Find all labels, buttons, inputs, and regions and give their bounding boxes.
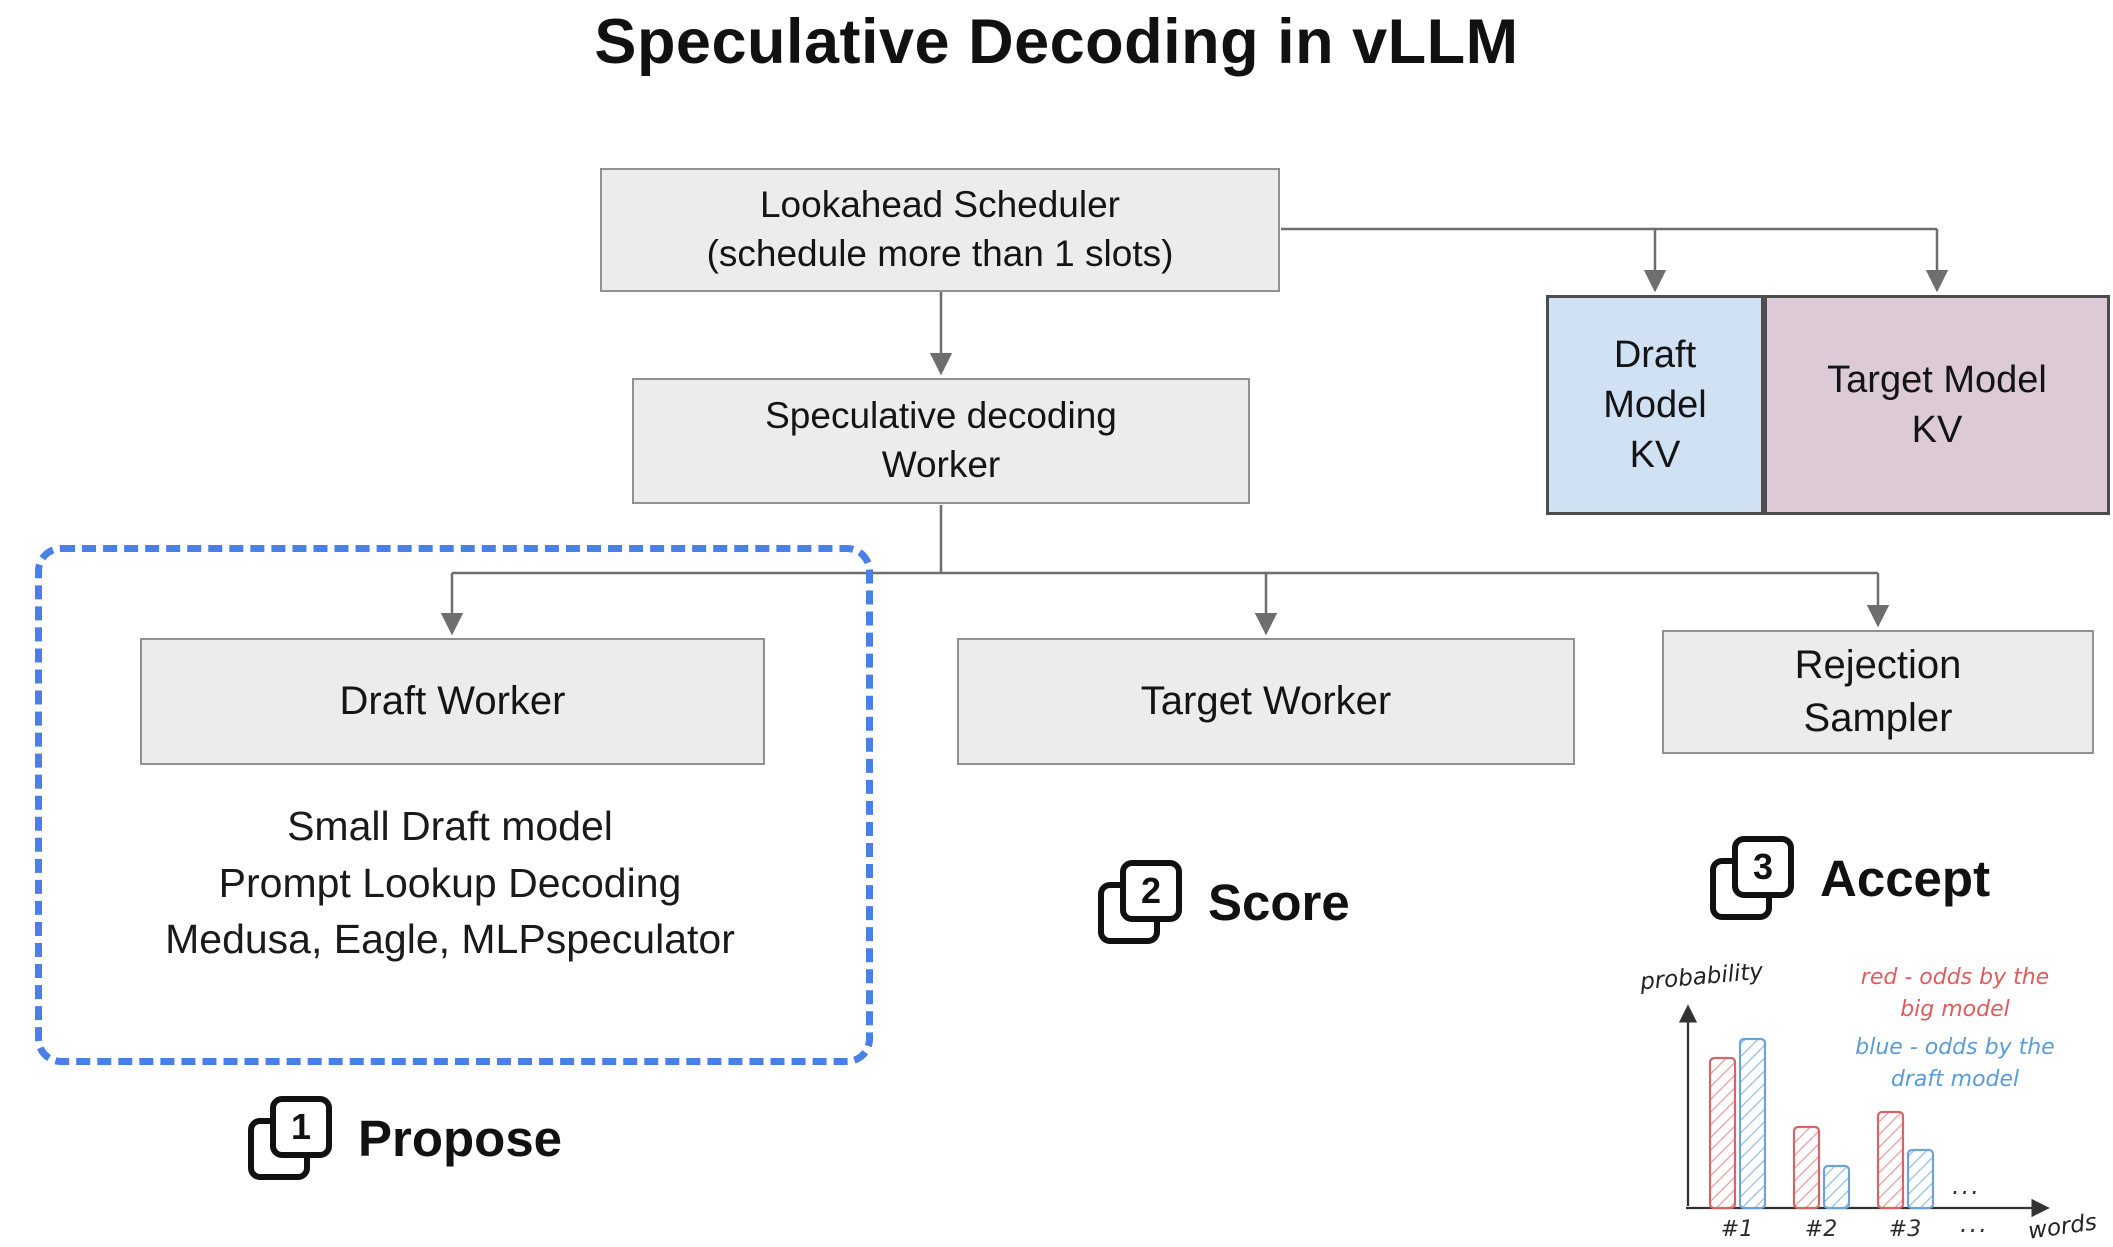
step-propose: 1 Propose	[248, 1096, 562, 1180]
step-number: 3	[1732, 836, 1794, 898]
step-number: 1	[270, 1096, 332, 1158]
svg-text:#3: #3	[1889, 1217, 1921, 1242]
step-label-propose: Propose	[358, 1109, 563, 1167]
chart-legend-big-model: red - odds by the big model	[1860, 965, 2050, 1022]
draft-methods-text: Small Draft model Prompt Lookup Decoding…	[165, 803, 735, 963]
node-rejection-sampler: Rejection Sampler	[1662, 630, 2094, 754]
chart-plot-area: #1 #2 #3	[1678, 1004, 2050, 1242]
node-target-worker: Target Worker	[957, 638, 1575, 765]
node-speculative-decoding-worker: Speculative decoding Worker	[632, 378, 1250, 504]
numbered-square-2-icon: 2	[1098, 860, 1182, 944]
step-score: 2 Score	[1098, 860, 1350, 944]
propose-group-outline	[35, 545, 873, 1065]
acceptance-probability-chart: #1#2#3 probability red - odds by the big…	[1630, 950, 2110, 1247]
node-draft-worker: Draft Worker	[140, 638, 765, 765]
numbered-square-1-icon: 1	[248, 1096, 332, 1180]
svg-text:#1: #1	[1721, 1217, 1753, 1242]
step-label-accept: Accept	[1820, 849, 1991, 907]
node-target-model-kv: Target Model KV	[1764, 295, 2110, 515]
step-accept: 3 Accept	[1710, 836, 1990, 920]
chart-ellipsis: ...	[1960, 1210, 1989, 1238]
chart-legend-draft-model: blue - odds by the draft model	[1855, 1035, 2055, 1092]
step-number: 2	[1120, 860, 1182, 922]
node-lookahead-scheduler: Lookahead Scheduler (schedule more than …	[600, 168, 1280, 292]
diagram-title: Speculative Decoding in vLLM	[594, 7, 1519, 77]
chart-ellipsis: ...	[1952, 1172, 1981, 1200]
svg-text:#2: #2	[1805, 1217, 1837, 1242]
node-draft-model-kv: Draft Model KV	[1546, 295, 1764, 515]
chart-category-labels: #1 #2 #3	[1721, 1217, 1921, 1242]
numbered-square-3-icon: 3	[1710, 836, 1794, 920]
step-label-score: Score	[1208, 873, 1350, 931]
chart-bars	[1708, 1037, 1935, 1210]
